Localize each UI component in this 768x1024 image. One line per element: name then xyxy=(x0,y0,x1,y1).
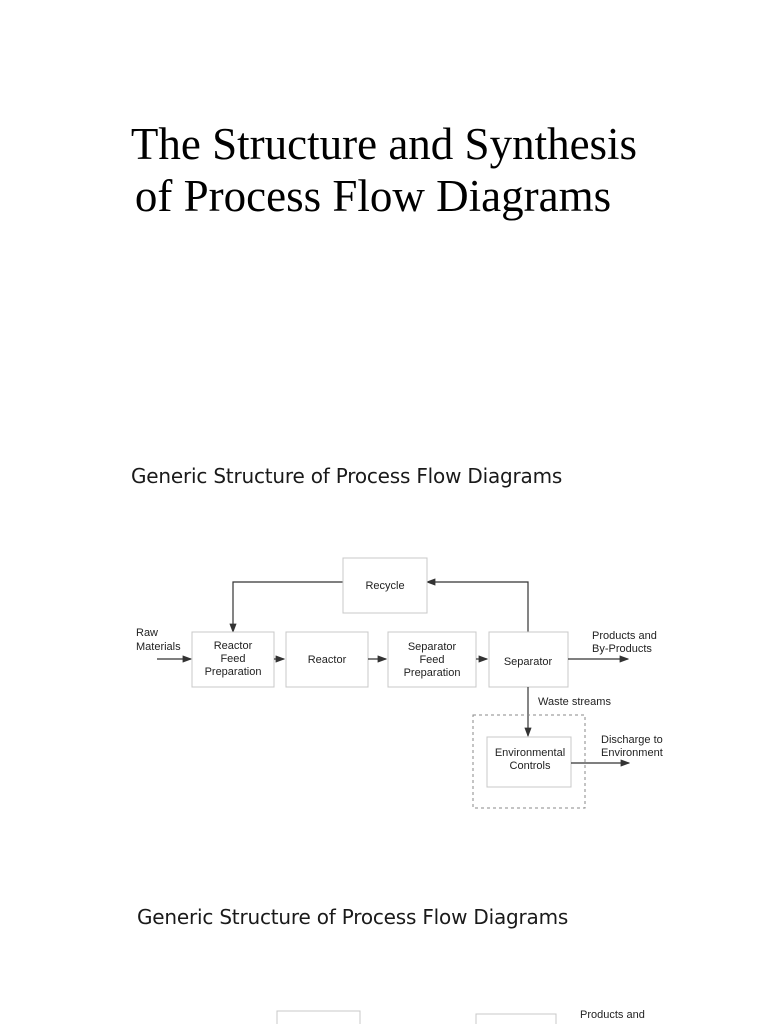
reactor-feed-preparation-block: Reactor Feed Preparation xyxy=(191,631,275,688)
discharge-label-2: Environment xyxy=(601,747,663,759)
reactor-feed-prep-label-1: Reactor xyxy=(214,640,253,652)
separator-feed-prep-label-3: Preparation xyxy=(404,667,461,679)
recycle-loop xyxy=(229,578,529,634)
separator-feed-prep-label-2: Feed xyxy=(419,654,444,666)
separator-label: Separator xyxy=(504,656,553,668)
separator-block: Separator xyxy=(488,631,569,688)
separator-feed-preparation-block: Separator Feed Preparation xyxy=(387,631,477,688)
slide-1-heading: Generic Structure of Process Flow Diagra… xyxy=(131,464,563,488)
discharge-output: Discharge to Environment xyxy=(571,734,663,767)
title-line-2: of Process Flow Diagrams xyxy=(134,171,612,221)
reactor-label: Reactor xyxy=(308,654,347,666)
waste-streams-output: Waste streams xyxy=(524,687,611,738)
raw-materials-input: Raw Materials xyxy=(136,627,193,663)
reactor-block: Reactor xyxy=(285,631,369,688)
title-line-1: The Structure and Synthesis xyxy=(130,119,638,169)
raw-materials-label-2: Materials xyxy=(136,641,181,653)
discharge-label-1: Discharge to xyxy=(601,734,663,746)
recycle-label: Recycle xyxy=(365,580,404,592)
reactor-feed-prep-label-2: Feed xyxy=(220,653,245,665)
raw-materials-label-1: Raw xyxy=(136,627,158,639)
separator-feed-prep-label-1: Separator xyxy=(408,641,457,653)
recycle-block: Recycle xyxy=(342,557,428,614)
slide-2-products-label: Products and xyxy=(580,1009,645,1021)
environmental-controls-label-2: Controls xyxy=(510,760,551,772)
environmental-controls-label-1: Environmental xyxy=(495,747,565,759)
document-title: The Structure and Synthesis of Process F… xyxy=(0,118,768,222)
products-label-1: Products and xyxy=(592,630,657,642)
slide-2-diagram-partial: Products and xyxy=(276,1009,645,1024)
waste-streams-label: Waste streams xyxy=(538,696,611,708)
products-output: Products and By-Products xyxy=(568,630,657,663)
slide-2-heading: Generic Structure of Process Flow Diagra… xyxy=(137,905,569,929)
environmental-controls-block: Environmental Controls xyxy=(472,714,586,809)
products-label-2: By-Products xyxy=(592,643,652,655)
reactor-feed-prep-label-3: Preparation xyxy=(205,666,262,678)
